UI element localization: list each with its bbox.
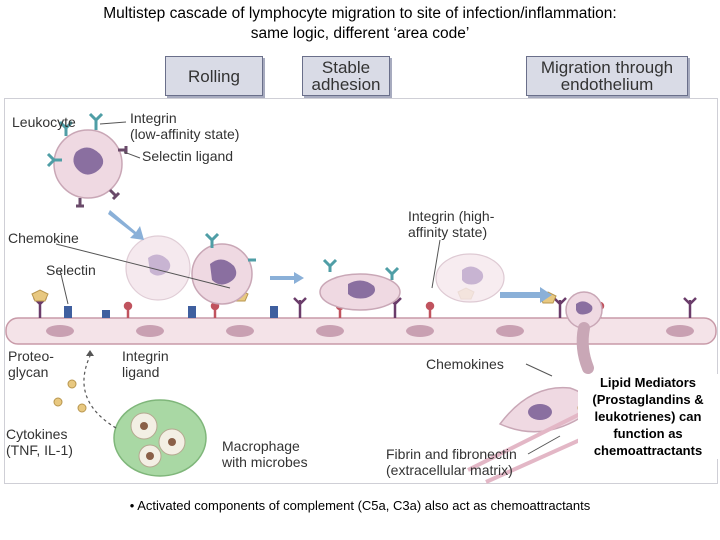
- label-macrophage-line-1: Macrophage: [222, 438, 300, 454]
- label-integrin-high-line-1: Integrin (high-: [408, 208, 495, 224]
- macrophage-cell: [113, 399, 207, 477]
- stage-migration-line-1: Migration through: [540, 58, 674, 77]
- rolling-cells: [125, 232, 256, 305]
- stage-migration-line-2: endothelium: [560, 75, 654, 94]
- label-proteoglycan: Proteo- glycan: [8, 348, 54, 380]
- label-cytokines: Cytokines (TNF, IL-1): [6, 426, 73, 458]
- label-proteoglycan-line-1: Proteo-: [8, 348, 54, 364]
- label-cytokines-line-2: (TNF, IL-1): [6, 442, 73, 458]
- tissue-cell: [498, 386, 589, 433]
- label-selectin-ligand: Selectin ligand: [142, 148, 234, 164]
- label-fibrin: Fibrin and fibronectin (extracellular ma…: [386, 446, 517, 478]
- lipid-line-1: Lipid Mediators: [599, 375, 697, 390]
- label-fibrin-line-1: Fibrin and fibronectin: [386, 446, 517, 462]
- label-leukocyte: Leukocyte: [12, 114, 76, 130]
- stage-rolling-label: Rolling: [188, 66, 240, 86]
- leukocyte-cell: [46, 112, 128, 208]
- label-integrin-low-line-2: (low-affinity state): [130, 126, 240, 142]
- label-integrin-ligand-line-2: ligand: [122, 364, 160, 380]
- label-integrin-low: Integrin (low-affinity state): [130, 110, 239, 142]
- pointer-lines: [55, 121, 561, 455]
- migrating-cell: [565, 291, 603, 374]
- stage-rolling: Rolling: [165, 56, 263, 96]
- cytokine-arrow-head: [86, 350, 94, 356]
- label-integrin-high: Integrin (high- affinity state): [408, 208, 494, 240]
- label-integrin-ligand: Integrin ligand: [122, 348, 169, 380]
- diagram-panel: [4, 98, 718, 484]
- label-macrophage-line-2: with microbes: [222, 454, 308, 470]
- lipid-line-3: leukotrienes) can: [594, 409, 702, 424]
- adhered-cells: [319, 253, 505, 311]
- label-selectin: Selectin: [46, 262, 96, 278]
- selectin-icons: [64, 306, 278, 318]
- title-line-2: same logic, different ‘area code’: [250, 25, 470, 42]
- stage-stable-line-1: Stable: [321, 58, 371, 77]
- label-fibrin-line-2: (extracellular matrix): [386, 462, 513, 478]
- stage-migration: Migration through endothelium: [526, 56, 688, 96]
- page-title: Multistep cascade of lymphocyte migratio…: [0, 4, 720, 44]
- label-chemokine: Chemokine: [8, 230, 79, 246]
- endothelium: [5, 317, 717, 345]
- label-integrin-ligand-line-1: Integrin: [122, 348, 169, 364]
- label-macrophage: Macrophage with microbes: [222, 438, 308, 470]
- stage-stable-line-2: adhesion: [311, 75, 381, 94]
- label-cytokines-line-1: Cytokines: [6, 426, 68, 442]
- label-integrin-low-line-1: Integrin: [130, 110, 177, 126]
- footer-note: • Activated components of complement (C5…: [129, 498, 591, 513]
- title-line-1: Multistep cascade of lymphocyte migratio…: [103, 5, 617, 22]
- stage-stable-adhesion: Stable adhesion: [302, 56, 390, 96]
- flow-arrows: [108, 210, 552, 303]
- label-chemokines: Chemokines: [426, 356, 504, 372]
- label-proteoglycan-line-2: glycan: [8, 364, 49, 380]
- lipid-line-5: chemoattractants: [593, 443, 703, 458]
- lipid-line-4: function as: [613, 426, 683, 441]
- label-integrin-high-line-2: affinity state): [408, 224, 488, 240]
- cytokine-arrow: [83, 355, 117, 429]
- lipid-line-2: (Prostaglandins &: [592, 392, 704, 407]
- lipid-mediators-note: Lipid Mediators (Prostaglandins & leukot…: [578, 374, 718, 459]
